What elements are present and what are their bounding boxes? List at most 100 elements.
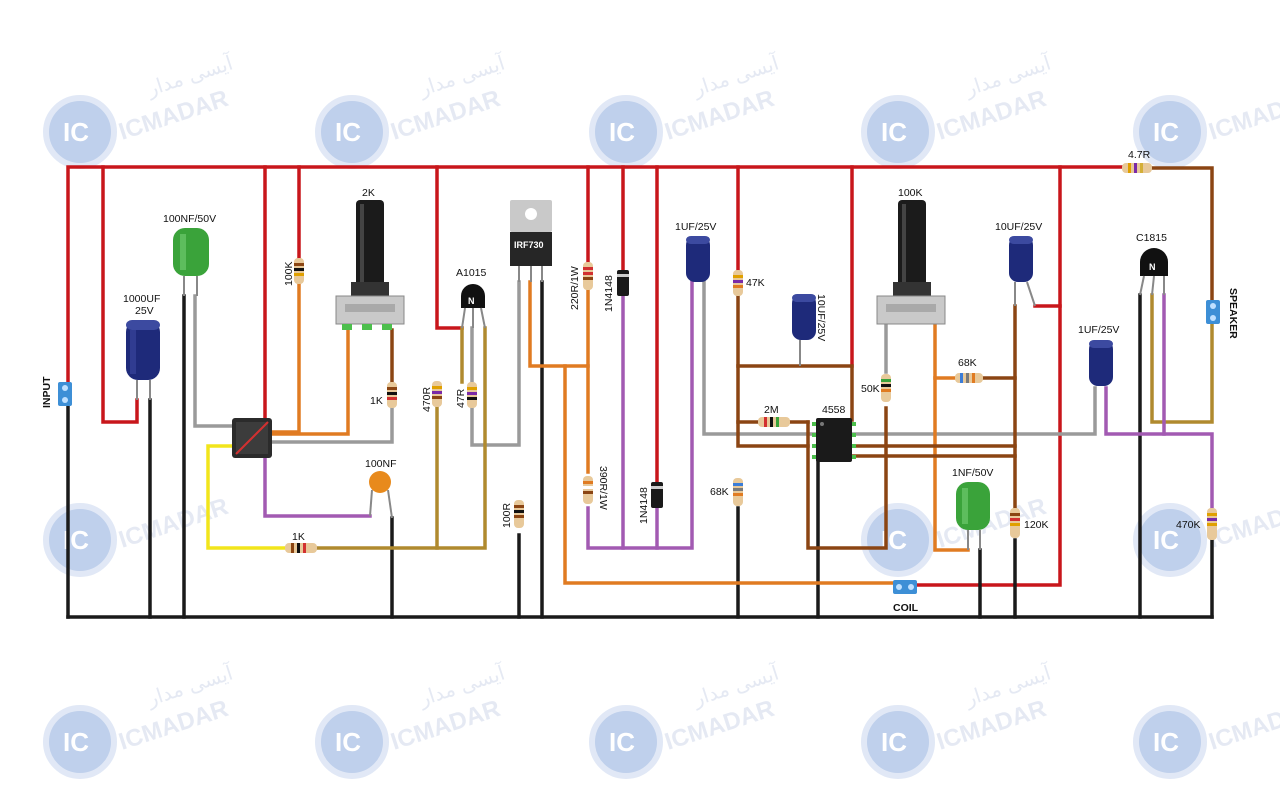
mosfet-label: IRF730 [514,240,544,250]
watermark-brand: ICMADAR [388,695,504,756]
resistor-2m: 2M [758,404,790,427]
cap-1000uf-label: 1000UF [123,293,160,305]
orange-wire [268,280,301,434]
watermark-brand: ICMADAR [116,85,232,146]
watermark-badge: IC [881,727,907,757]
orange-wires [268,280,970,585]
res-390r-label: 390R/1W [597,466,609,510]
watermark-brand: ICMADAR [116,695,232,756]
red-wire [101,165,139,424]
purple-wires [263,280,1214,550]
transistor-c1815-marking: N [1149,262,1156,272]
cap-100nf-label: 100NF [365,458,397,470]
watermark: IC ICMADAR آیسی مدار [315,49,509,169]
watermark-brand: ICMADAR [934,85,1050,146]
coil-terminal: COIL [893,580,919,614]
switch-socket [232,418,272,458]
res-470r-label: 470R [421,386,433,412]
diode-1-label: 1N4148 [603,275,615,312]
watermark: IC ICMADAR [43,493,232,577]
watermark-brand: ICMADAR [1206,85,1280,146]
watermark-badge: IC [335,727,361,757]
cap-1uf-b-label: 1UF/25V [1078,324,1119,336]
watermark-badge: IC [335,117,361,147]
orange-wire [268,328,350,436]
purple-wire [586,280,694,550]
watermark: IC ICMADAR آیسی مدار [43,49,237,169]
black-wires [66,280,1214,619]
cap-10uf-b-label: 10UF/25V [995,221,1042,233]
watermark-brand: ICMADAR [662,85,778,146]
transistor-a1015-label: A1015 [456,267,487,279]
electrolytic-capacitor-10uf-a: 10UF/25V [792,294,827,366]
brown-wire [1150,166,1214,308]
red-wire [66,165,1132,387]
gray-wire [268,406,394,444]
watermark-brand: ICMADAR [662,695,778,756]
pot-100k-label: 100K [898,187,923,199]
watermark: IC ICMADAR آیسی مدار [43,659,237,779]
res-50k-label: 50K [861,383,880,395]
res-470k-label: 470K [1176,519,1201,531]
watermark-badge: IC [63,117,89,147]
olive-wire [1150,293,1214,424]
olive-wires [316,293,1214,550]
watermark-badge: IC [63,727,89,757]
resistor-470k: 470K [1176,508,1217,540]
watermark-brand: ICMADAR [934,695,1050,756]
orange-wire [528,280,590,368]
purple-wire [263,450,372,518]
transistor-c1815: N C1815 [1136,232,1168,296]
watermark-badge: IC [1153,117,1179,147]
resistor-220r-1w: 220R/1W [569,262,593,310]
ic-4558: 4558 [812,404,856,462]
res-100r-label: 100R [501,502,513,528]
watermark-badge: IC [881,117,907,147]
watermark-badge: IC [609,727,635,757]
transistor-a1015-marking: N [468,296,475,306]
watermark: IC ICMADAR آیسی مدار [861,659,1055,779]
res-220r-label: 220R/1W [569,266,581,310]
ic-4558-label: 4558 [822,404,846,416]
res-100k-label: 100K [283,261,295,286]
yellow-wire [206,444,287,550]
res-120k-label: 120K [1024,519,1049,531]
resistor-1k-a: 1K [370,382,397,408]
diode-1n4148-a: 1N4148 [603,270,629,312]
resistor-120k: 120K [1010,508,1049,538]
resistor-68k-b: 68K [955,357,983,383]
potentiometer-100k: 100K [876,187,946,325]
electrolytic-capacitor-1uf-b: 1UF/25V [1078,324,1119,386]
coil-label: COIL [893,602,919,614]
mosfet-irf730: IRF730 [510,200,552,282]
resistor-50k: 50K [861,374,891,402]
resistor-4r7: 4.7R [1122,149,1152,173]
watermark: IC ICMADAR آیسی مدار [315,659,509,779]
olive-wire [316,326,487,550]
watermark-brand: ICMADAR [116,493,232,554]
watermark-brand: ICMADAR [1206,695,1280,756]
potentiometer-2k: 2K [335,187,405,330]
res-68k-a-label: 68K [710,486,729,498]
cap-10uf-a-label: 10UF/25V [815,294,827,341]
transistor-c1815-label: C1815 [1136,232,1167,244]
electrolytic-capacitor-10uf-b: 10UF/25V [995,221,1042,307]
film-capacitor-100nf-50v: 100NF/50V [163,213,216,296]
res-2m-label: 2M [764,404,779,416]
res-4r7-label: 4.7R [1128,149,1151,161]
watermark: IC ICMADAR [1133,695,1280,779]
red-wires [66,165,1132,587]
watermark-brand: ICMADAR [388,85,504,146]
gray-wire [702,280,1097,436]
resistor-470r: 470R [421,381,442,412]
transistor-a1015: N A1015 [456,267,487,329]
cap-1000uf-voltage: 25V [135,305,154,317]
ceramic-capacitor-100nf: 100NF [365,458,397,519]
res-47r-label: 47R [455,388,467,408]
wires [66,165,1214,619]
watermark: IC ICMADAR [1133,85,1280,169]
cap-100nf-50v-label: 100NF/50V [163,213,216,225]
brown-wire [736,364,854,422]
diode-2-label: 1N4148 [638,487,650,524]
